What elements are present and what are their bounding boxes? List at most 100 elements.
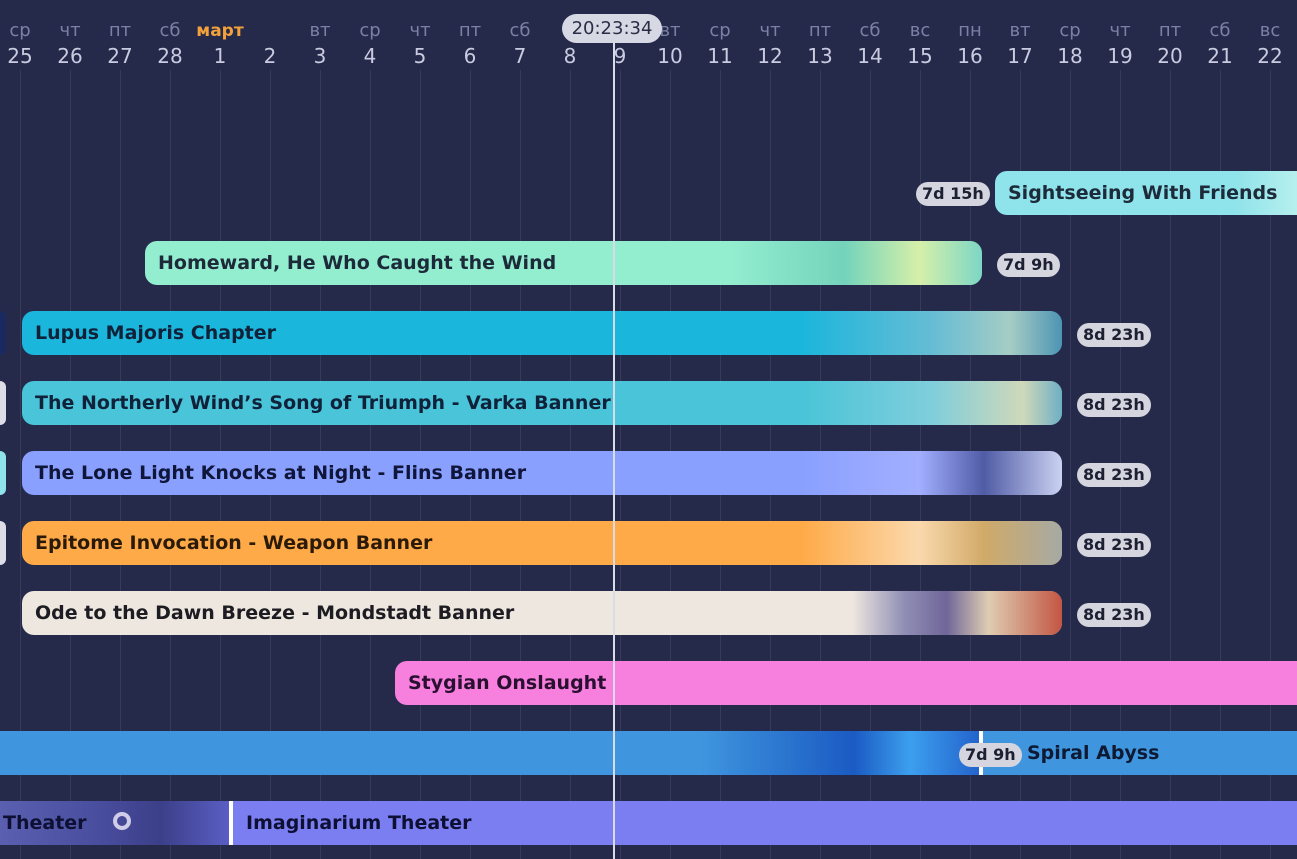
previous-event-edge [0, 381, 6, 425]
remaining-time-badge: 8d 23h [1077, 533, 1151, 557]
event-title: Sightseeing With Friends [1008, 182, 1278, 204]
remaining-time-badge: 7d 9h [959, 743, 1022, 767]
event-bar-homeward[interactable]: Homeward, He Who Caught the Wind [145, 241, 982, 285]
day-column: ср 4 [345, 18, 395, 68]
weekday-label: чт [409, 20, 431, 41]
day-number: 2 [263, 44, 277, 68]
day-column: пт 27 [95, 18, 145, 68]
day-number: 28 [157, 44, 183, 68]
weekday-label: вт [1009, 20, 1031, 41]
event-title: Theater [3, 812, 87, 834]
day-column: пт 20 [1145, 18, 1195, 68]
remaining-time-badge: 8d 23h [1077, 603, 1151, 627]
event-bar-sightseeing-with-friends[interactable]: Sightseeing With Friends [995, 171, 1297, 215]
event-title: Ode to the Dawn Breeze - Mondstadt Banne… [35, 602, 515, 624]
event-bar-spiral-abyss[interactable]: Spiral Abyss [983, 731, 1297, 775]
day-number: 9 [613, 44, 627, 68]
event-title: The Northerly Wind’s Song of Triumph - V… [35, 392, 611, 414]
day-number: 16 [957, 44, 983, 68]
day-column: 2 [245, 18, 295, 68]
event-bar-previous-spiral-abyss[interactable] [0, 731, 980, 775]
event-bar-flins-banner[interactable]: The Lone Light Knocks at Night - Flins B… [22, 451, 1062, 495]
weekday-label: ср [9, 20, 31, 41]
event-bar-varka-banner[interactable]: The Northerly Wind’s Song of Triumph - V… [22, 381, 1062, 425]
day-column: пт 13 [795, 18, 845, 68]
event-artwork [802, 451, 1062, 495]
day-gridline [1070, 70, 1071, 859]
day-number: 6 [463, 44, 477, 68]
day-number: 5 [413, 44, 427, 68]
event-title: The Lone Light Knocks at Night - Flins B… [35, 462, 527, 484]
current-time-indicator: 20:23:34 [562, 14, 662, 43]
event-bar-stygian-onslaught[interactable]: Stygian Onslaught [395, 661, 1297, 705]
day-number: 27 [107, 44, 133, 68]
day-number: 20 [1157, 44, 1183, 68]
theater-ring-icon [113, 812, 131, 830]
remaining-time-badge: 8d 23h [1077, 323, 1151, 347]
event-title: Epitome Invocation - Weapon Banner [35, 532, 433, 554]
weekday-label: пт [1158, 20, 1182, 41]
remaining-time-badge: 8d 23h [1077, 463, 1151, 487]
event-bar-lupus-majoris[interactable]: Lupus Majoris Chapter [22, 311, 1062, 355]
day-gridline [1170, 70, 1171, 859]
day-number: 18 [1057, 44, 1083, 68]
day-number: 7 [513, 44, 527, 68]
event-title: Stygian Onslaught [408, 672, 607, 694]
day-number: 21 [1207, 44, 1233, 68]
day-column: вс 15 [895, 18, 945, 68]
day-gridline [20, 70, 21, 859]
remaining-time-badge: 8d 23h [1077, 393, 1151, 417]
day-gridline [1270, 70, 1271, 859]
weekday-label: вт [659, 20, 681, 41]
event-title: Spiral Abyss [1027, 742, 1160, 764]
event-title: Lupus Majoris Chapter [35, 322, 277, 344]
weekday-label: пт [808, 20, 832, 41]
remaining-time-badge: 7d 9h [997, 253, 1060, 277]
event-title: Imaginarium Theater [246, 812, 472, 834]
day-gridline [1220, 70, 1221, 859]
weekday-label: ср [709, 20, 731, 41]
day-number: 4 [363, 44, 377, 68]
event-bar-previous-imaginarium-theater[interactable]: Theater [0, 801, 229, 845]
weekday-label [245, 18, 295, 44]
day-number: 3 [313, 44, 327, 68]
day-column: март 1 [195, 18, 245, 68]
previous-event-edge [0, 311, 6, 355]
day-column: 8 [545, 18, 595, 68]
day-number: 15 [907, 44, 933, 68]
weekday-label: ср [359, 20, 381, 41]
remaining-time-badge: 7d 15h [916, 182, 990, 206]
day-number: 12 [757, 44, 783, 68]
day-number: 13 [807, 44, 833, 68]
event-bar-weapon-banner[interactable]: Epitome Invocation - Weapon Banner [22, 521, 1062, 565]
day-number: 1 [213, 44, 227, 68]
weekday-label: вс [909, 20, 931, 41]
event-artwork [802, 311, 1062, 355]
day-number: 26 [57, 44, 83, 68]
month-label: март [196, 21, 244, 41]
day-column: чт 5 [395, 18, 445, 68]
weekday-label: чт [759, 20, 781, 41]
event-bar-mondstadt-banner[interactable]: Ode to the Dawn Breeze - Mondstadt Banne… [22, 591, 1062, 635]
weekday-label: пт [108, 20, 132, 41]
previous-event-edge [0, 451, 6, 495]
event-artwork [852, 591, 1062, 635]
event-artwork [732, 241, 982, 285]
event-bar-imaginarium-theater[interactable]: Imaginarium Theater [233, 801, 1297, 845]
current-time-line [613, 30, 615, 859]
weekday-label: вс [1259, 20, 1281, 41]
weekday-label: пт [458, 20, 482, 41]
event-artwork [1235, 171, 1297, 215]
